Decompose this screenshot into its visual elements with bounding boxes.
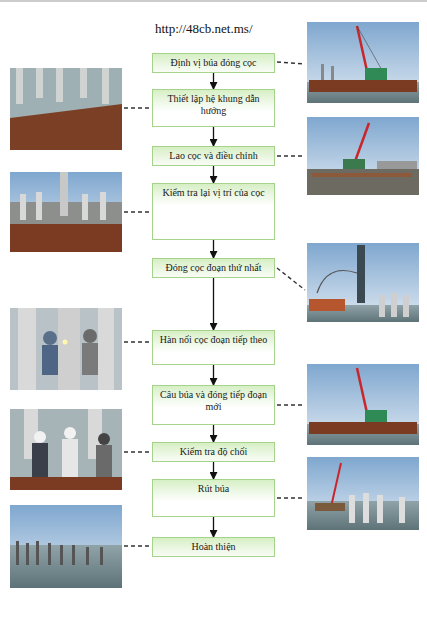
process-box: Hàn nối cọc đoạn tiếp theo xyxy=(152,330,275,365)
flow-arrow xyxy=(213,517,214,537)
step-text: Câu búa và đóng tiếp đoạn mới xyxy=(157,389,270,413)
piers-photo xyxy=(307,457,419,530)
flow-arrow xyxy=(213,278,214,330)
process-box: Lao cọc và điều chỉnh xyxy=(152,146,275,166)
step-text: Lao cọc và điều chỉnh xyxy=(157,150,270,162)
leader-lines xyxy=(124,62,305,546)
top-rule xyxy=(0,1,427,2)
watermark-url: http://48cb.net.ms/ xyxy=(155,21,253,37)
crane-barge-photo xyxy=(307,22,419,103)
step-text: Định vị búa đóng cọc xyxy=(157,57,270,69)
process-box: Đóng cọc đoạn thứ nhất xyxy=(152,258,275,278)
process-box: Câu búa và đóng tiếp đoạn mới xyxy=(152,385,275,425)
step-text: Kiểm tra độ chối xyxy=(157,446,270,458)
step-text: Thiết lập hệ khung dẫn hướng xyxy=(157,93,270,117)
piles-water-photo xyxy=(10,68,122,150)
process-box: Hoàn thiện xyxy=(152,537,275,557)
step-text: Hoàn thiện xyxy=(157,541,270,553)
process-box: Kiểm tra độ chối xyxy=(152,442,275,462)
step-text: Hàn nối cọc đoạn tiếp theo xyxy=(157,334,270,346)
pile-position-photo xyxy=(10,172,122,252)
flow-arrow xyxy=(213,127,214,146)
welding-photo xyxy=(10,308,122,390)
process-box: Định vị búa đóng cọc xyxy=(152,53,275,73)
process-box: Thiết lập hệ khung dẫn hướng xyxy=(152,89,275,127)
step-text: Rút búa xyxy=(157,483,270,495)
crane-barge-photo xyxy=(307,364,419,445)
pile-driving-photo xyxy=(307,243,419,322)
process-box: Rút búa xyxy=(152,479,275,517)
flow-arrow xyxy=(213,73,214,89)
flow-arrow xyxy=(213,365,214,385)
flow-arrow xyxy=(213,240,214,258)
process-box: Kiểm tra lại vị trí của cọc xyxy=(152,183,275,240)
step-text: Kiểm tra lại vị trí của cọc xyxy=(157,187,270,199)
step-text: Đóng cọc đoạn thứ nhất xyxy=(157,262,270,274)
inspection-photo xyxy=(10,409,122,490)
flow-arrow xyxy=(213,425,214,442)
flow-arrow xyxy=(213,462,214,479)
finished-piles-photo xyxy=(10,505,122,588)
flow-arrow xyxy=(213,166,214,183)
crane-site-photo xyxy=(307,117,419,195)
